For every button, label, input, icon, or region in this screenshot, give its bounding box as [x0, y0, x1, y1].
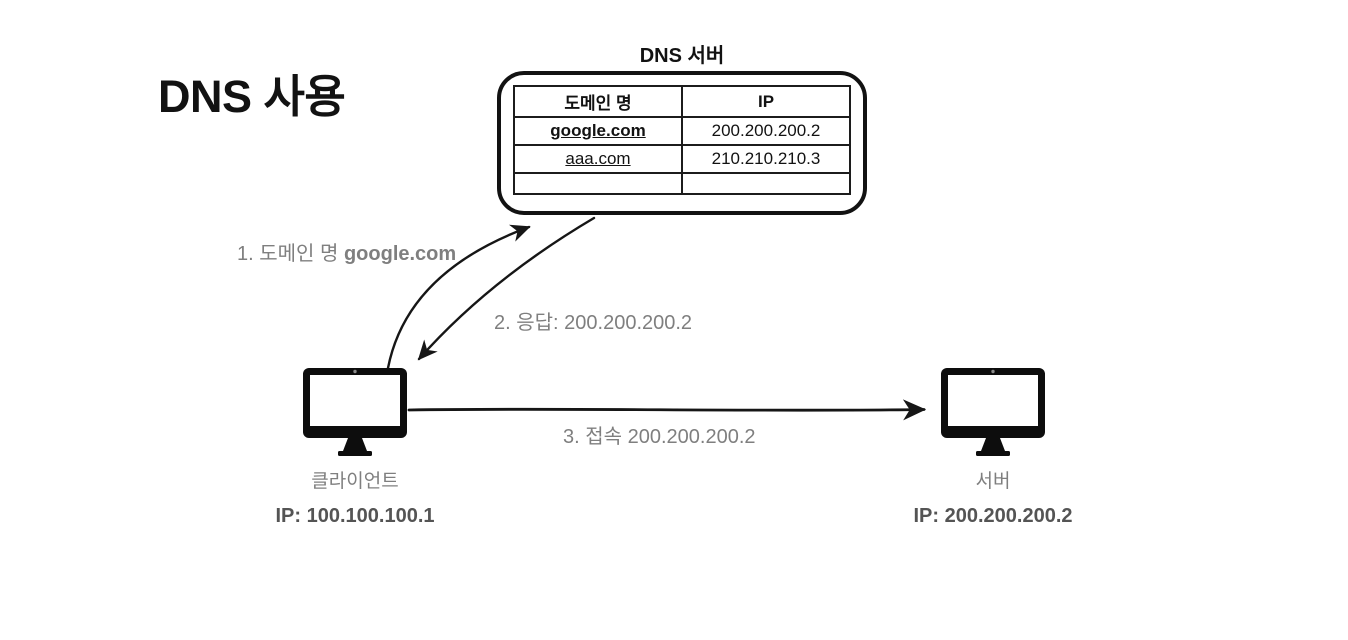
client-ip-label: IP: 100.100.100.1 — [275, 505, 435, 527]
arrow-label-step3: 3. 접속 200.200.200.2 — [563, 426, 756, 448]
server-label: 서버 — [975, 471, 1011, 492]
table-row — [513, 172, 851, 195]
table-row: aaa.com 210.210.210.3 — [513, 144, 851, 174]
arrow-label-step2: 2. 응답: 200.200.200.2 — [494, 312, 693, 334]
arrow-label-step1-domain: google.com — [343, 243, 457, 265]
arrow-connect-client-to-server — [407, 399, 927, 421]
ip-cell: 200.200.200.2 — [681, 116, 851, 146]
dns-lookup-table: 도메인 명 IP google.com 200.200.200.2 aaa.co… — [513, 85, 851, 195]
arrow-label-step1-text: 1. 도메인 명 — [237, 243, 344, 265]
domain-cell — [513, 172, 683, 195]
server-ip-label: IP: 200.200.200.2 — [913, 505, 1073, 527]
page-title: DNS 사용 — [158, 71, 346, 122]
arrow-label-step1: 1. 도메인 명 google.com — [237, 237, 456, 266]
ip-cell: 210.210.210.3 — [681, 144, 851, 174]
domain-cell: aaa.com — [513, 144, 683, 174]
domain-cell: google.com — [513, 116, 683, 146]
server-computer-icon — [941, 368, 1045, 456]
camera-dot — [353, 369, 357, 374]
client-computer-icon — [303, 368, 407, 456]
ip-cell — [681, 172, 851, 195]
column-header-ip: IP — [681, 85, 851, 118]
table-row: google.com 200.200.200.2 — [513, 116, 851, 146]
table-header-row: 도메인 명 IP — [513, 85, 851, 118]
client-node: 클라이언트 IP: 100.100.100.1 — [275, 367, 435, 527]
column-header-domain: 도메인 명 — [513, 85, 683, 118]
client-label: 클라이언트 — [311, 471, 399, 492]
server-node: 서버 IP: 200.200.200.2 — [913, 367, 1073, 527]
camera-dot — [991, 369, 995, 374]
dns-server-box: 도메인 명 IP google.com 200.200.200.2 aaa.co… — [497, 71, 867, 215]
dns-server-label: DNS 서버 — [639, 45, 725, 67]
